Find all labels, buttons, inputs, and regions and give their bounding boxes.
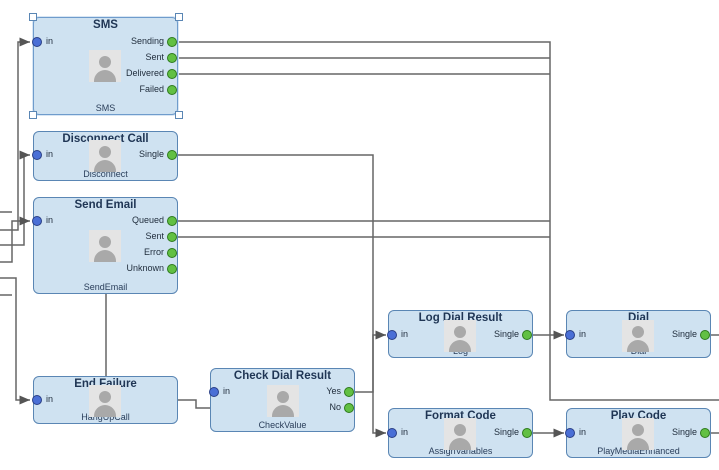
output-pin[interactable] (167, 37, 177, 47)
output-pin-label: Sent (145, 52, 164, 62)
input-pin-label: in (46, 215, 54, 225)
wire-feed-endfail (0, 277, 30, 405)
node-title: Log Dial Result (418, 312, 503, 324)
node-title: Check Dial Result (233, 370, 332, 382)
input-pin[interactable] (209, 387, 219, 397)
output-pin[interactable] (167, 216, 177, 226)
input-pin-label: in (401, 427, 409, 437)
output-pin[interactable] (167, 248, 177, 258)
input-pin[interactable] (387, 428, 397, 438)
input-pin[interactable] (387, 330, 397, 340)
resize-handle[interactable] (29, 111, 37, 119)
node-subtitle: AssignVariables (428, 446, 493, 456)
output-pin[interactable] (344, 403, 354, 413)
node-title: SMS (93, 19, 118, 31)
output-pin-label: Unknown (126, 263, 164, 273)
output-pin-label: Single (493, 427, 519, 437)
output-pin[interactable] (167, 53, 177, 63)
output-pin[interactable] (344, 387, 354, 397)
wire-feed-disconnect (0, 150, 30, 246)
output-pin-label: Failed (139, 84, 164, 94)
output-pin[interactable] (167, 85, 177, 95)
output-pin-label: Sending (130, 36, 164, 46)
input-pin[interactable] (32, 395, 42, 405)
input-pin[interactable] (32, 216, 42, 226)
person-placeholder-icon (444, 418, 476, 450)
node-subtitle: CheckValue (258, 420, 307, 430)
input-pin-label: in (46, 149, 54, 159)
output-pin[interactable] (167, 150, 177, 160)
input-pin-label: in (46, 36, 54, 46)
output-pin[interactable] (167, 264, 177, 274)
input-pin-label: in (46, 394, 54, 404)
output-pin[interactable] (167, 69, 177, 79)
input-pin-label: in (579, 427, 587, 437)
resize-handle[interactable] (175, 111, 183, 119)
person-placeholder-icon (89, 230, 121, 262)
person-placeholder-icon (89, 140, 121, 172)
node-title: Format Code (425, 410, 496, 422)
output-pin-label: Delivered (125, 68, 164, 78)
output-pin-label: Single (493, 329, 519, 339)
resize-handle[interactable] (29, 13, 37, 21)
person-placeholder-icon (622, 320, 654, 352)
node-subtitle: PlayMediaEnhanced (597, 446, 680, 456)
input-pin-label: in (401, 329, 409, 339)
input-pin[interactable] (565, 428, 575, 438)
node-title: Send Email (74, 199, 137, 211)
person-placeholder-icon (622, 418, 654, 450)
output-pin-label: Single (671, 427, 697, 437)
node-subtitle: Disconnect (83, 169, 128, 179)
output-pin-label: Single (138, 149, 164, 159)
output-pin-label: Error (144, 247, 164, 257)
output-pin[interactable] (522, 330, 532, 340)
node-subtitle: SendEmail (83, 282, 128, 292)
node-subtitle: SMS (95, 103, 116, 113)
person-placeholder-icon (89, 50, 121, 82)
output-pin[interactable] (522, 428, 532, 438)
input-pin[interactable] (565, 330, 575, 340)
wire-feed-email (0, 216, 30, 263)
wire-disconnect-format (176, 154, 386, 438)
input-pin[interactable] (32, 150, 42, 160)
node-title: Disconnect Call (62, 133, 149, 145)
output-pin-label: Yes (326, 386, 341, 396)
node-subtitle: HangUpCall (81, 412, 130, 422)
input-pin[interactable] (32, 37, 42, 47)
output-pin[interactable] (167, 232, 177, 242)
person-placeholder-icon (89, 385, 121, 417)
output-pin-label: Single (671, 329, 697, 339)
output-pin[interactable] (700, 330, 710, 340)
input-pin-label: in (579, 329, 587, 339)
resize-handle[interactable] (175, 13, 183, 21)
output-pin-label: No (329, 402, 341, 412)
person-placeholder-icon (267, 385, 299, 417)
wire-feed-sms (0, 37, 30, 231)
output-pin[interactable] (700, 428, 710, 438)
person-placeholder-icon (444, 320, 476, 352)
wire-check-yes (352, 330, 386, 393)
output-pin-label: Sent (145, 231, 164, 241)
input-pin-label: in (223, 386, 231, 396)
output-pin-label: Queued (131, 215, 164, 225)
